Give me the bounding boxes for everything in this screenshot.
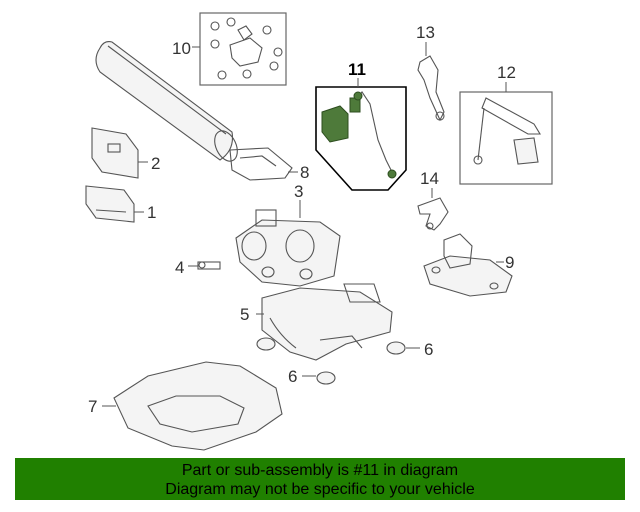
callout-14: 14 [420,169,439,188]
part-8-reservoir-tank [95,41,293,181]
callout-9: 9 [505,253,514,272]
info-banner: Part or sub-assembly is #11 in diagram D… [15,458,625,500]
part-10-hardware-kit [199,12,287,86]
part-3-compressor [235,209,341,287]
part-13-bracket [417,55,445,122]
banner-line-1: Part or sub-assembly is #11 in diagram [181,462,459,479]
callout-10: 10 [172,39,191,58]
part-6-isolator-upper [256,337,406,355]
callout-6-right: 6 [424,340,433,359]
callout-11: 11 [348,60,366,79]
callout-1: 1 [147,203,156,222]
part-11-height-sensor [315,86,407,191]
part-14-bracket [417,197,449,231]
part-9-mount [423,233,513,297]
callout-3: 3 [294,182,303,201]
banner-line-2: Diagram may not be specific to your vehi… [165,481,475,498]
callout-12: 12 [497,63,516,82]
part-6-isolator-lower [316,371,336,385]
part-2-bracket [91,127,139,179]
callout-7: 7 [88,397,97,416]
callout-4: 4 [175,258,184,277]
part-12-sensor-assembly [459,91,553,185]
callout-6-lower: 6 [288,367,297,386]
part-5-carrier-bracket [261,283,393,361]
callout-2: 2 [151,154,160,173]
part-1-cover [85,185,135,223]
callout-8: 8 [300,163,309,182]
callout-13: 13 [416,23,435,42]
callout-5: 5 [240,305,249,324]
parts-diagram: 10 8 2 1 11 13 [85,12,553,451]
part-7-underbody-tray [113,361,283,451]
part-4-fitting [197,261,221,270]
